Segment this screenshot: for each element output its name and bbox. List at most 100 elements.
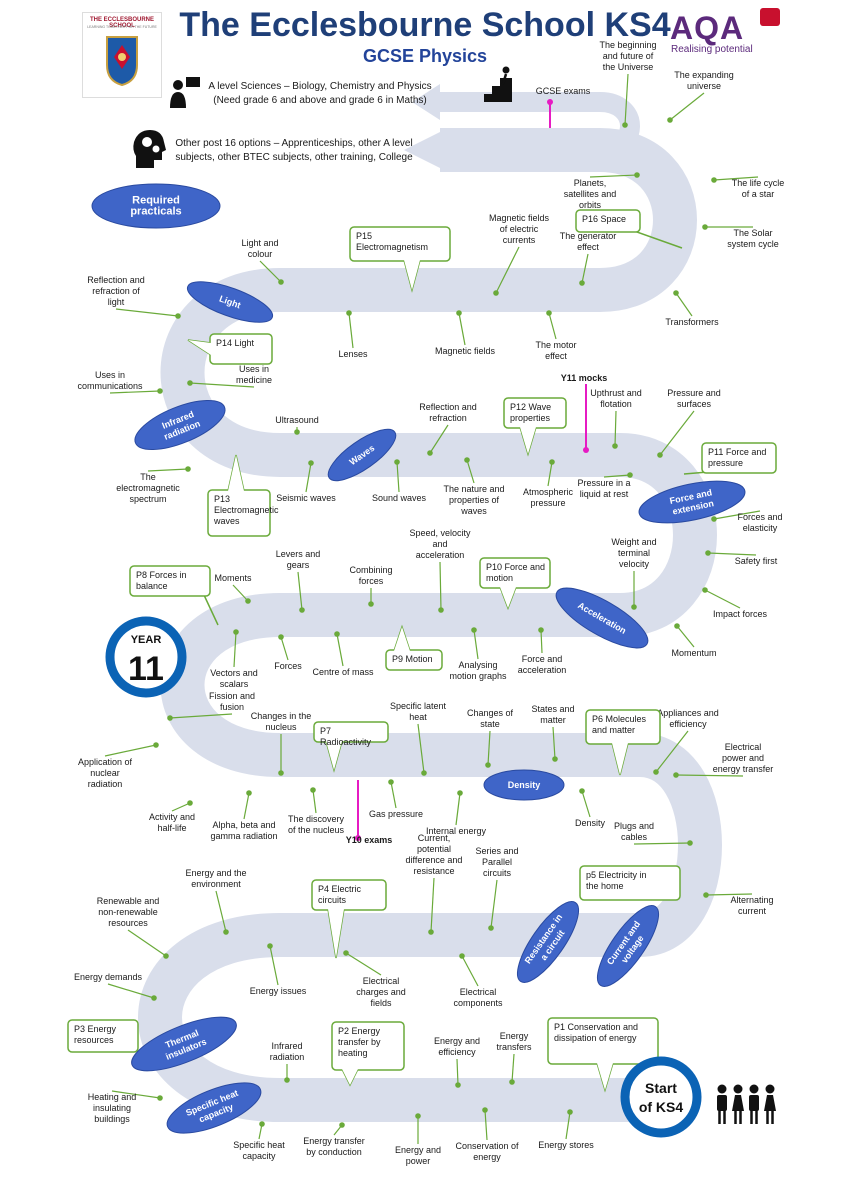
topic-dot (294, 429, 300, 435)
unit-box (67, 1019, 139, 1053)
topic-connector (624, 73, 629, 126)
topic-label: Centre of mass (312, 667, 374, 677)
unit-box (313, 721, 389, 743)
topic-connector (439, 561, 442, 611)
post16-alevel-line1: A level Sciences – Biology, Chemistry an… (208, 81, 432, 92)
topic-ultrasound: Ultrasound (275, 415, 319, 435)
practical-shc: Specific heatcapacity (166, 1082, 262, 1134)
topic-dot (612, 443, 618, 449)
topic-connector (169, 713, 233, 719)
topic-connector (581, 253, 589, 284)
topic-connector (396, 461, 400, 493)
unit-label: P14 Light (216, 338, 255, 348)
year-ring (105, 616, 187, 698)
unit-pointer-mask (640, 877, 679, 895)
unit-p9: P9 Motion (385, 624, 443, 671)
topic-issues: Energy issues (250, 943, 307, 996)
topic-label: Seismic waves (276, 493, 336, 503)
topic-connector (676, 625, 695, 648)
unit-pointer-mask (342, 1069, 358, 1085)
unit-box (331, 1021, 405, 1071)
topic-connector (305, 462, 312, 493)
topic-dot (175, 313, 181, 319)
practical-ellipse (555, 587, 649, 649)
arrow-head-other (404, 132, 440, 168)
topic-dot (493, 290, 499, 296)
topic-connector (565, 1111, 571, 1140)
topic-dot (673, 290, 679, 296)
practical-ellipse (638, 480, 746, 524)
topic-gas: Gas pressure (369, 779, 423, 819)
topic-dot (245, 598, 251, 604)
topic-dot (488, 925, 494, 931)
unit-box (385, 649, 443, 671)
topic-connector (659, 410, 695, 456)
topic-label: Internal energy (426, 826, 487, 836)
topic-label: Energy issues (250, 986, 307, 996)
topic-dot (421, 770, 427, 776)
practical-ellipse (186, 281, 274, 323)
practical-ellipse (327, 428, 397, 482)
topic-connector (547, 461, 553, 487)
unit-pointer-mask (404, 260, 420, 290)
topic-dot (259, 1121, 265, 1127)
school-crest-icon (106, 36, 138, 87)
practical-density: Density (483, 769, 565, 801)
topic-connector (675, 774, 744, 777)
topic-dot (394, 459, 400, 465)
marker-label: Y10 exams (346, 835, 393, 845)
topic-dot (653, 769, 659, 775)
topic-dot (711, 177, 717, 183)
topic-label: Moments (214, 573, 252, 583)
topic-dot (464, 457, 470, 463)
topic-lenses: Lenses (338, 310, 368, 359)
topic-centre-mass: Centre of mass (312, 631, 374, 677)
topic-seismic: Seismic waves (276, 460, 336, 503)
unit-label: P16 Space (582, 214, 626, 224)
topic-connector (704, 589, 741, 609)
topic-connector (484, 1109, 488, 1141)
topic-label: Magnetic fields (435, 346, 496, 356)
topic-dot (509, 1079, 515, 1085)
topic-connector (495, 246, 520, 294)
topic-dot (627, 472, 633, 478)
marker-label: Y11 mocks (561, 373, 608, 383)
topic-impact: Impact forces (702, 587, 768, 619)
topic-dot (157, 1095, 163, 1101)
y11-mocks-marker: Y11 mocks (561, 373, 608, 453)
topic-connector (707, 552, 757, 556)
topic-connector (461, 955, 479, 987)
